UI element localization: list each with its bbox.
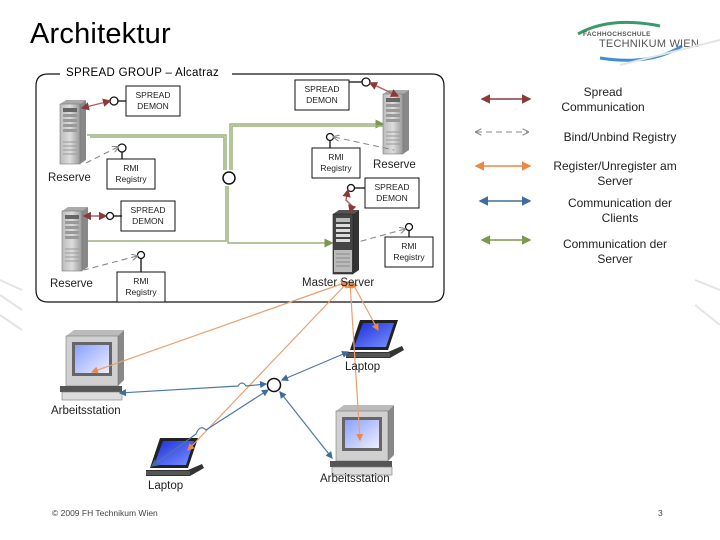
spread-group-label: SPREAD GROUP – Alcatraz xyxy=(64,67,222,79)
interface-connectors xyxy=(105,77,414,272)
spread-demon-box-3 xyxy=(294,79,350,111)
master-server-label: Master Server xyxy=(302,277,375,289)
reserve-server-3 xyxy=(382,89,410,155)
legend-item-bind: Bind/Unbind Registry xyxy=(563,130,677,144)
bind-unbind-lines xyxy=(83,137,405,271)
page-number: 3 xyxy=(658,508,663,518)
reserve-label-2: Reserve xyxy=(50,278,93,290)
workstation-label-1: Arbeitsstation xyxy=(51,405,121,417)
legend-arrows xyxy=(474,94,532,245)
logo-line2: TECHNIKUM WIEN xyxy=(599,38,699,50)
reserve-label-3: Reserve xyxy=(373,159,416,171)
master-server xyxy=(332,209,360,275)
spread-demon-box-master xyxy=(364,177,420,209)
server-hub-connector xyxy=(222,171,236,185)
workstation-label-2: Arbeitsstation xyxy=(320,473,390,485)
client-hub-connector xyxy=(266,377,282,393)
server-communication-lines xyxy=(87,119,385,248)
laptop-label-2: Laptop xyxy=(148,480,184,492)
rmi-registry-box-3 xyxy=(311,147,361,179)
rmi-registry-box-master xyxy=(384,236,434,268)
laptop-2 xyxy=(146,438,204,476)
client-communication-lines xyxy=(118,351,350,467)
register-unregister-lines xyxy=(90,280,379,451)
spread-communication-lines xyxy=(80,82,400,221)
footer-copyright: © 2009 FH Technikum Wien xyxy=(52,508,158,518)
laptop-label-1: Laptop xyxy=(345,361,381,373)
workstation-1 xyxy=(59,329,125,401)
spread-demon-box-2 xyxy=(120,200,176,232)
reserve-label-1: Reserve xyxy=(48,172,91,184)
workstation-2 xyxy=(329,404,395,476)
rmi-registry-box-1 xyxy=(106,158,156,190)
reserve-server-1 xyxy=(59,99,87,165)
decorative-streaks xyxy=(0,39,720,331)
slide-title: Architektur xyxy=(30,18,171,50)
logo-line1: FACHHOCHSCHULE xyxy=(583,31,651,38)
